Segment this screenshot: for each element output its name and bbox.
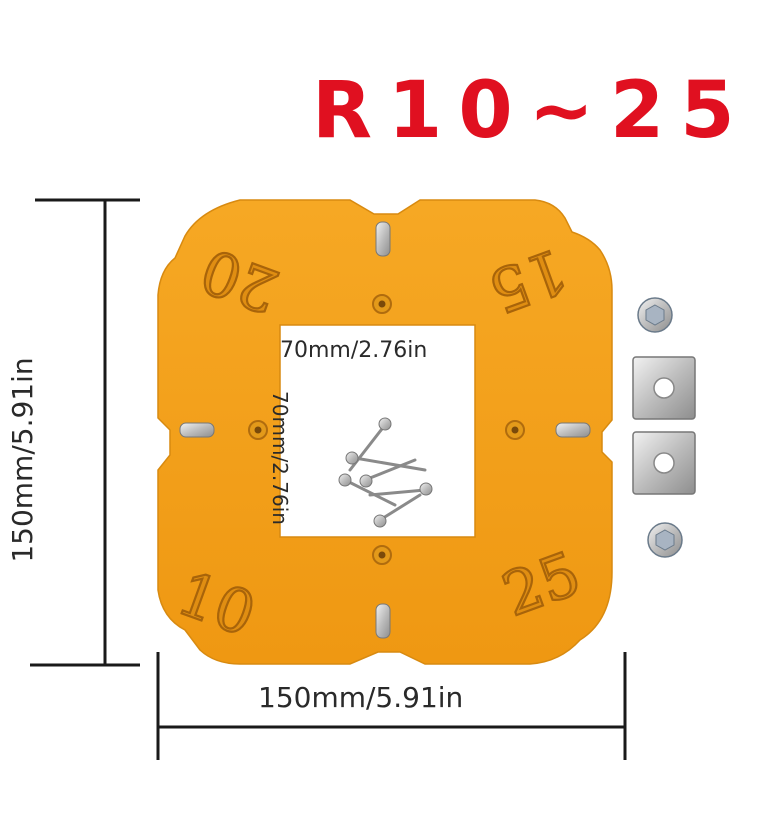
mounting-holes bbox=[248, 294, 525, 565]
square-washer-bottom bbox=[632, 431, 696, 495]
hex-bolt-bottom bbox=[647, 522, 683, 558]
screws bbox=[343, 423, 427, 522]
width-label: 150mm/5.91in bbox=[258, 681, 464, 714]
router-template-plate bbox=[157, 199, 613, 665]
slot-pins bbox=[179, 221, 591, 639]
inner-width-label: 70mm/2.76in bbox=[280, 338, 428, 363]
inner-height-label: 70mm/2.76in bbox=[268, 391, 292, 525]
hex-bolt-top bbox=[637, 297, 673, 333]
product-title: R10~25 bbox=[312, 66, 751, 156]
height-dimension-line bbox=[30, 198, 140, 667]
height-label: 150mm/5.91in bbox=[6, 357, 39, 563]
width-dimension-line bbox=[156, 652, 627, 760]
square-washer-top bbox=[632, 356, 696, 420]
